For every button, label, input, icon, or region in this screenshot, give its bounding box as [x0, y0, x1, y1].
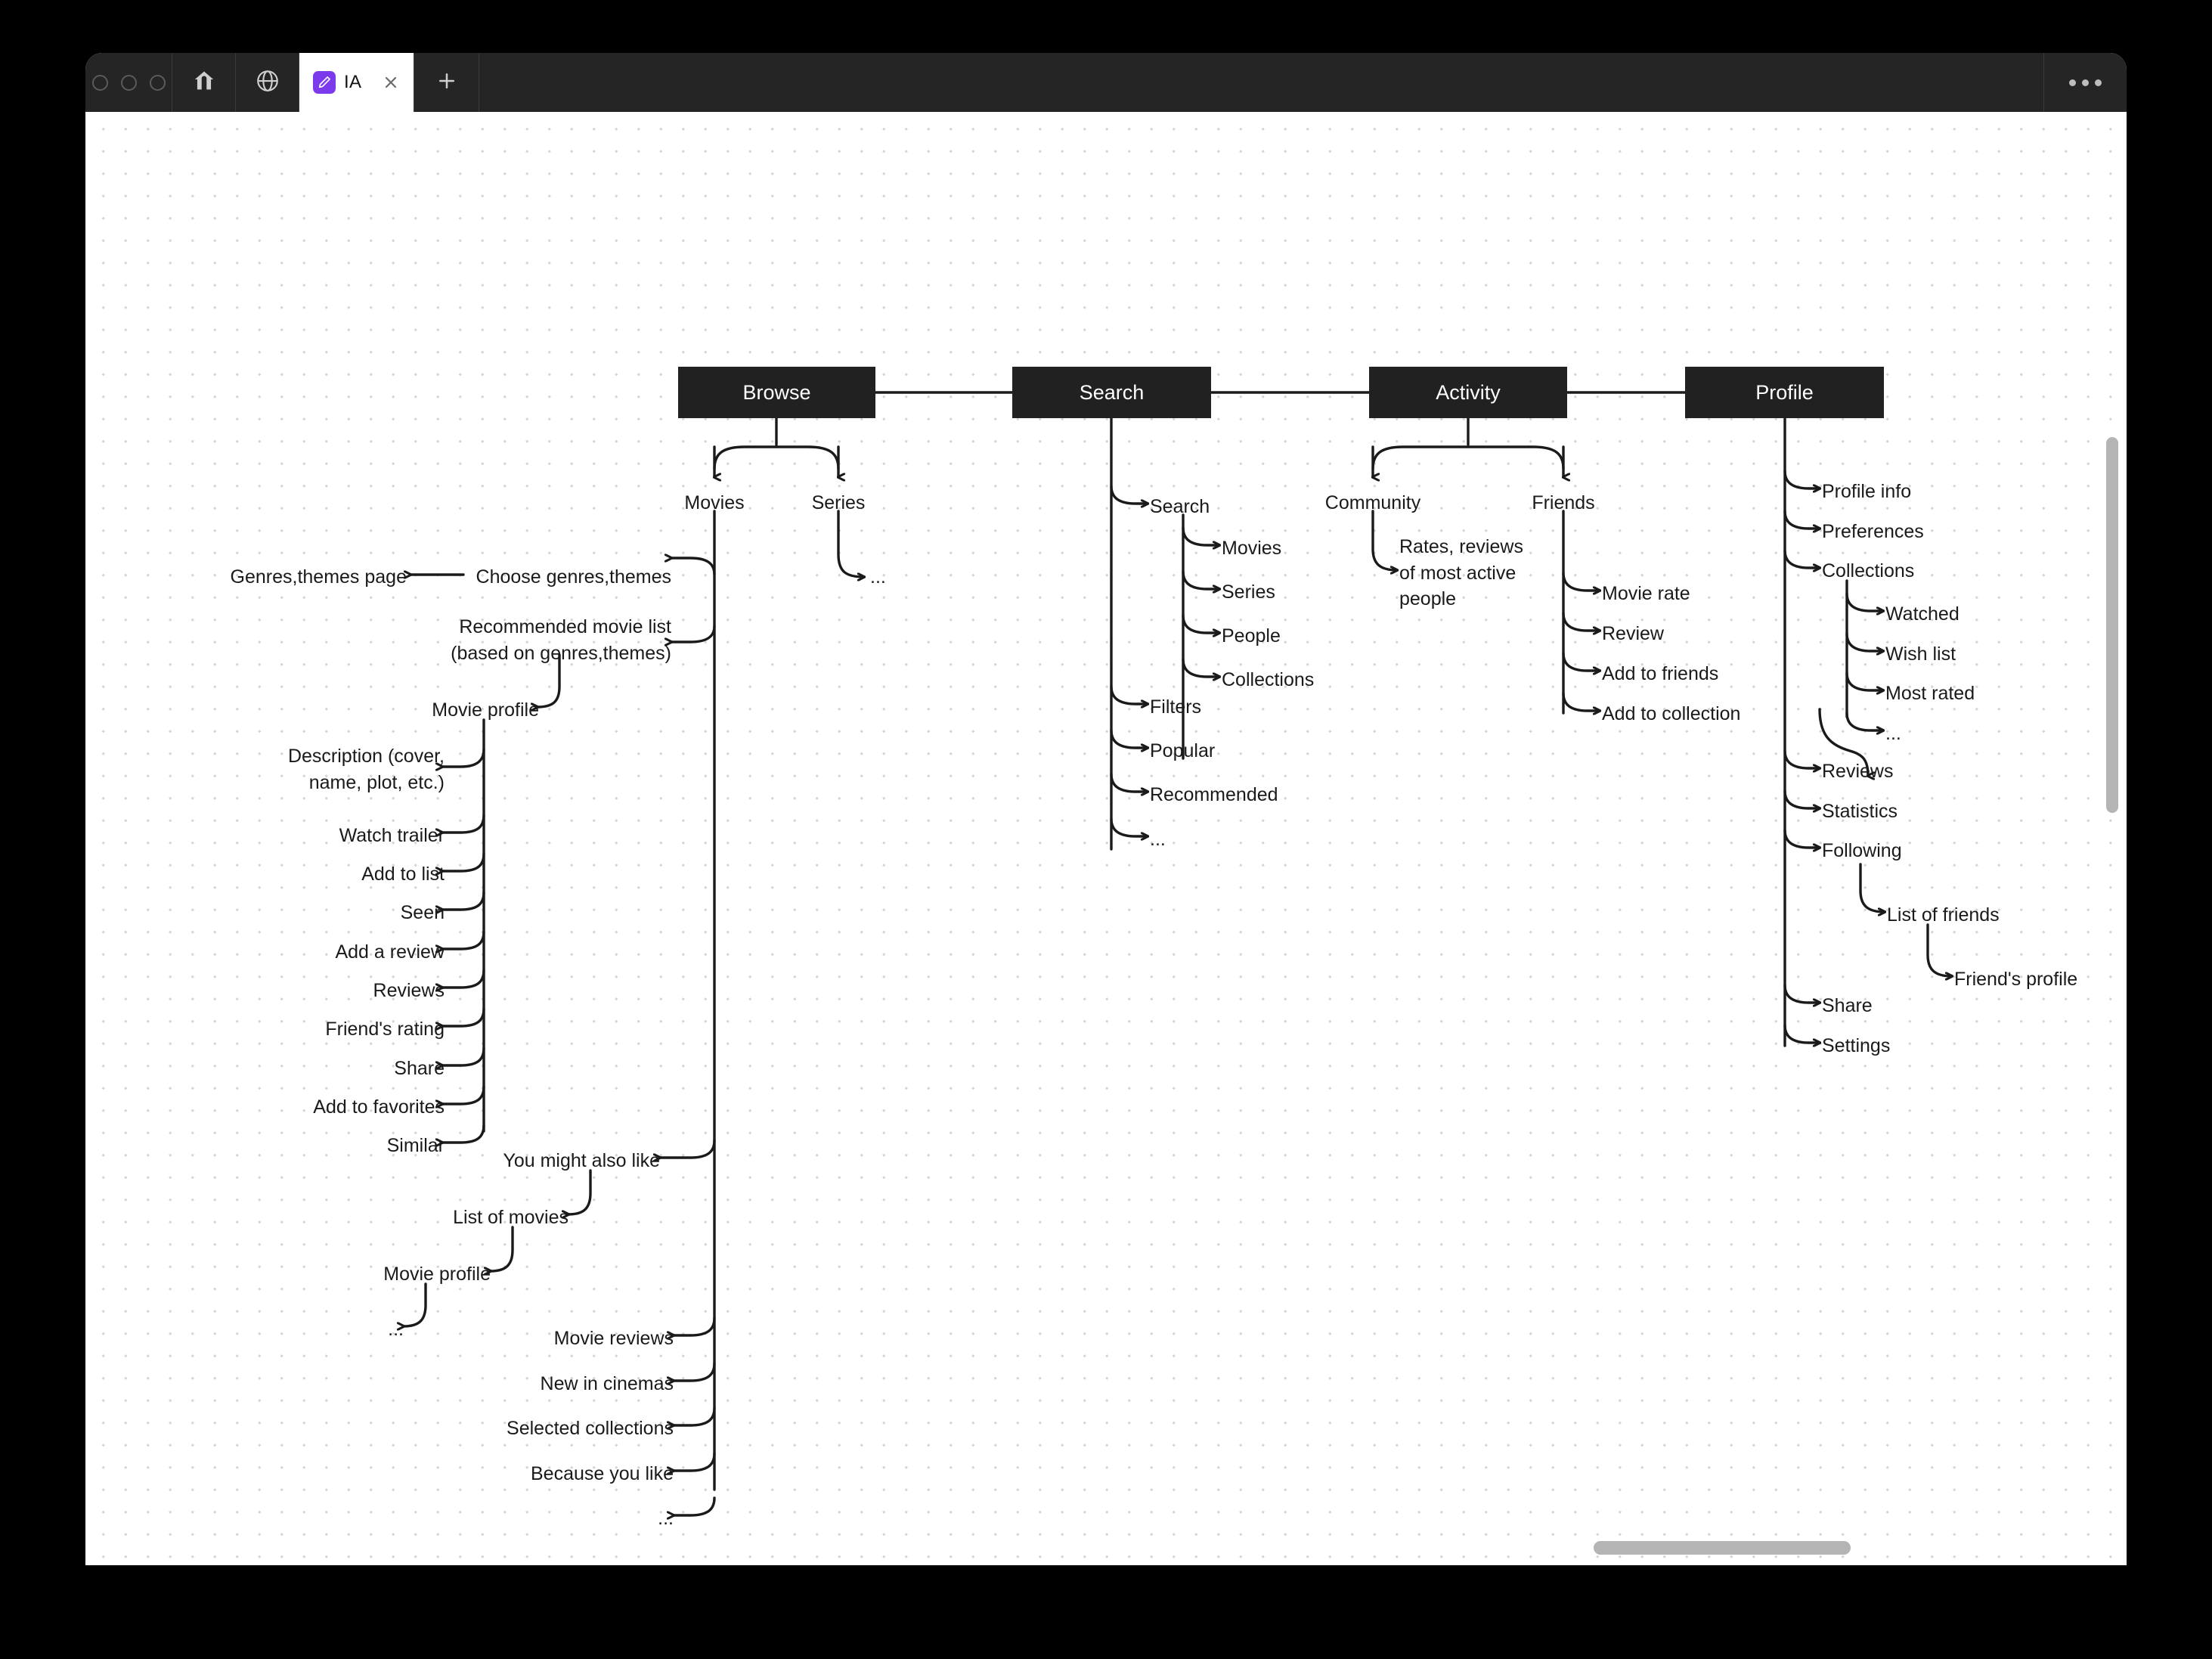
node-search-search[interactable]: Search: [1150, 496, 1210, 517]
node-movie-rate[interactable]: Movie rate: [1602, 583, 1690, 604]
node-friends-rating[interactable]: Friend's rating: [325, 1019, 445, 1040]
node-genres-themes-page[interactable]: Genres,themes page: [230, 566, 407, 588]
overflow-menu-button[interactable]: [2043, 53, 2127, 112]
node-choose-genres[interactable]: Choose genres,themes: [476, 566, 671, 588]
diagram-canvas[interactable]: Browse Search Activity Profile Movies Se…: [85, 112, 2127, 1565]
horizontal-scrollbar[interactable]: [1594, 1541, 1851, 1555]
ellipsis-icon: [2095, 79, 2102, 86]
window-controls[interactable]: [85, 53, 172, 112]
ellipsis-icon: [2069, 79, 2076, 86]
vertical-scrollbar[interactable]: [2106, 437, 2118, 813]
node-reviews[interactable]: Reviews: [373, 980, 445, 1001]
globe-button[interactable]: [236, 53, 299, 112]
node-because-you-like[interactable]: Because you like: [530, 1463, 674, 1484]
node-share[interactable]: Share: [394, 1058, 445, 1079]
node-following[interactable]: Following: [1822, 840, 1902, 861]
node-search-more[interactable]: ...: [1150, 829, 1166, 850]
pen-icon: [313, 71, 336, 94]
node-profile-reviews[interactable]: Reviews: [1822, 761, 1894, 782]
node-search-people[interactable]: People: [1222, 625, 1281, 647]
node-add-to-list[interactable]: Add to list: [361, 864, 445, 885]
node-search[interactable]: Search: [1012, 367, 1211, 418]
ellipsis-icon: [2082, 79, 2089, 86]
node-add-a-review[interactable]: Add a review: [335, 941, 445, 963]
browser-window: IA: [85, 53, 2127, 1565]
node-wish-list[interactable]: Wish list: [1885, 643, 1956, 665]
node-search-filters[interactable]: Filters: [1150, 696, 1202, 718]
home-icon: [191, 68, 217, 98]
node-search-movies[interactable]: Movies: [1222, 538, 1282, 559]
node-movie-profile-2[interactable]: Movie profile: [383, 1264, 491, 1285]
node-movie-reviews[interactable]: Movie reviews: [553, 1328, 674, 1349]
node-movies[interactable]: Movies: [684, 492, 745, 513]
node-browse[interactable]: Browse: [678, 367, 875, 418]
node-search-popular[interactable]: Popular: [1150, 740, 1216, 761]
node-browse-more[interactable]: ...: [658, 1508, 674, 1529]
globe-icon: [255, 68, 280, 98]
node-profile-share[interactable]: Share: [1822, 995, 1873, 1016]
node-settings[interactable]: Settings: [1822, 1035, 1891, 1056]
node-selected-collections[interactable]: Selected collections: [507, 1418, 674, 1439]
node-profile-info[interactable]: Profile info: [1822, 481, 1912, 502]
tab-close-button[interactable]: [382, 73, 400, 91]
diagram-edges: [85, 391, 2127, 1565]
node-you-might-also-like[interactable]: You might also like: [503, 1150, 660, 1171]
node-series[interactable]: Series: [811, 492, 866, 513]
node-recommended-movie-list[interactable]: Recommended movie list (based on genres,…: [451, 616, 671, 664]
browser-tab-bar: IA: [85, 53, 2127, 112]
node-search-collections[interactable]: Collections: [1222, 669, 1315, 690]
node-statistics[interactable]: Statistics: [1822, 801, 1898, 822]
tab-title: IA: [344, 72, 362, 92]
node-activity[interactable]: Activity: [1369, 367, 1567, 418]
node-watched[interactable]: Watched: [1885, 603, 1960, 625]
close-window-button[interactable]: [91, 74, 108, 91]
plus-icon: [435, 70, 458, 96]
node-friends-profile[interactable]: Friend's profile: [1954, 969, 2078, 990]
node-watch-trailer[interactable]: Watch trailer: [339, 825, 445, 846]
node-most-rated[interactable]: Most rated: [1885, 683, 1975, 704]
node-friends[interactable]: Friends: [1532, 492, 1595, 513]
tab-ia[interactable]: IA: [299, 53, 414, 112]
node-profile[interactable]: Profile: [1685, 367, 1884, 418]
node-series-more[interactable]: ...: [870, 566, 886, 588]
node-description[interactable]: Description (cover, name, plot, etc.): [287, 746, 445, 793]
new-tab-button[interactable]: [414, 53, 479, 112]
node-rates-reviews[interactable]: Rates, reviews of most active people: [1399, 536, 1523, 609]
node-movie-profile-2-more[interactable]: ...: [388, 1319, 404, 1340]
node-movie-profile[interactable]: Movie profile: [432, 699, 539, 721]
node-list-of-friends[interactable]: List of friends: [1887, 904, 2000, 926]
node-seen[interactable]: Seen: [400, 902, 445, 923]
node-add-to-friends[interactable]: Add to friends: [1602, 663, 1719, 684]
node-collections[interactable]: Collections: [1822, 560, 1915, 581]
node-collections-more[interactable]: ...: [1885, 723, 1901, 744]
maximize-window-button[interactable]: [149, 74, 166, 91]
home-button[interactable]: [172, 53, 236, 112]
minimize-window-button[interactable]: [120, 74, 137, 91]
node-list-of-movies[interactable]: List of movies: [453, 1207, 568, 1228]
node-friends-review[interactable]: Review: [1602, 623, 1664, 644]
node-community[interactable]: Community: [1324, 492, 1421, 513]
node-new-in-cinemas[interactable]: New in cinemas: [540, 1373, 674, 1394]
node-search-series[interactable]: Series: [1222, 581, 1275, 603]
node-search-recommended[interactable]: Recommended: [1150, 784, 1278, 805]
node-add-to-collection[interactable]: Add to collection: [1602, 703, 1741, 724]
node-preferences[interactable]: Preferences: [1822, 521, 1924, 542]
node-add-to-favorites[interactable]: Add to favorites: [313, 1096, 445, 1118]
node-similar[interactable]: Similar: [386, 1135, 445, 1156]
